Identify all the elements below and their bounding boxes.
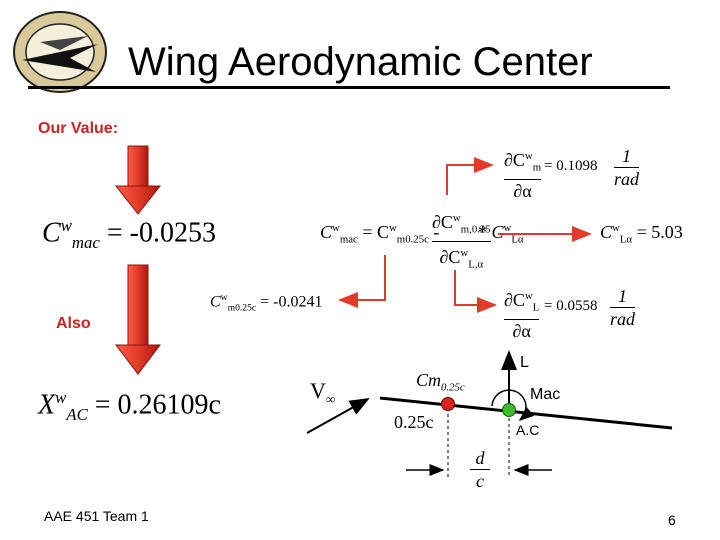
moment-label: Mac: [530, 386, 561, 403]
dcl-dalpha-value: = 0.0558: [544, 298, 598, 314]
dcm-dalpha-fraction: ∂Cwm ∂α: [504, 150, 542, 201]
slide-title: Wing Aerodynamic Center: [128, 40, 593, 84]
page-number: 6: [668, 512, 676, 528]
dcm-dalpha-unit: 1 rad: [614, 146, 640, 189]
freestream-velocity-label: V∞: [310, 378, 336, 407]
lift-label: L: [520, 354, 529, 371]
our-value-label: Our Value:: [38, 120, 119, 137]
main-equation-fraction: ∂Cwm,0.25 ∂CwL,α: [432, 212, 491, 271]
aerodynamic-center-label: A.C: [516, 422, 540, 438]
cl-alpha-equation: CwLα = 5.03: [600, 222, 683, 246]
dcl-dalpha-unit: 1 rad: [610, 286, 636, 329]
dcl-dalpha-fraction: ∂CwL ∂α: [504, 290, 540, 341]
main-equation-lhs: Cwmac = Cwm0.25c -: [320, 222, 440, 246]
aerodynamic-center-point: [502, 403, 516, 417]
cm-ac-equation: Cwmac = -0.0253: [42, 216, 216, 252]
quarter-chord-point: [441, 397, 455, 411]
footer-team-label: AAE 451 Team 1: [44, 508, 149, 524]
main-equation-tail: * CwLα: [478, 222, 524, 246]
x-ac-equation: XwAC = 0.26109c: [38, 388, 221, 424]
red-arrow-bottom: [114, 264, 162, 375]
title-underline: [28, 86, 670, 89]
dcm-dalpha-value: = 0.1098: [544, 158, 598, 174]
d-over-c-fraction: d c: [470, 448, 490, 491]
cm-quarter-chord-equation: Cwm0.25c = -0.0241: [210, 292, 323, 314]
also-label: Also: [56, 315, 91, 332]
purdue-logo: [13, 11, 107, 93]
quarter-chord-label: 0.25c: [394, 412, 434, 432]
connector-arrows: [338, 157, 592, 313]
airfoil-diagram: [306, 350, 673, 478]
red-arrow-top: [114, 145, 162, 215]
cm-quarter-chord-label: Cm0.25c: [416, 370, 465, 394]
